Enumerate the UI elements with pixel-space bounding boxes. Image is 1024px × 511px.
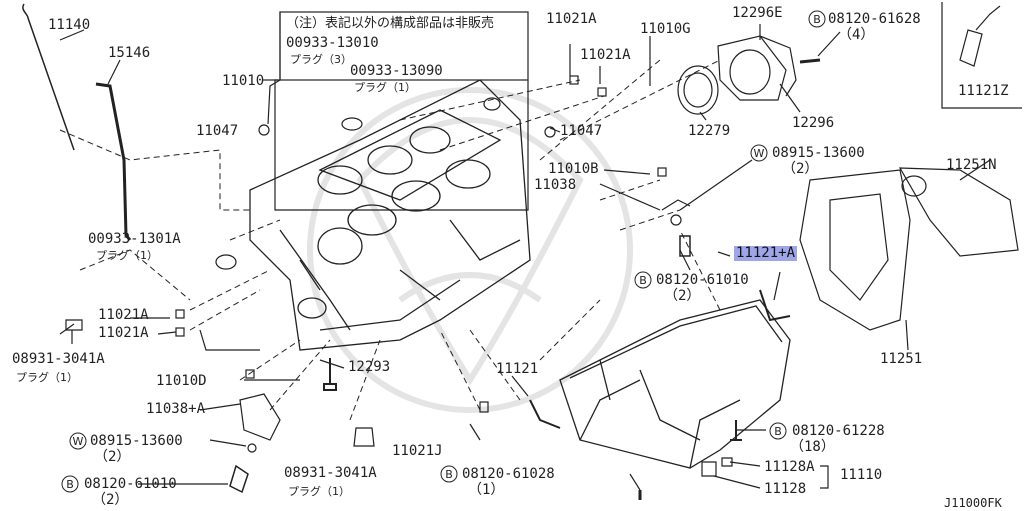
part-label-11110[interactable]: 11110 xyxy=(840,467,883,483)
part-label-11121Z[interactable]: 11121Z xyxy=(958,83,1009,99)
part-label-11128[interactable]: 11128 xyxy=(764,481,807,497)
rear-oil-seal xyxy=(677,65,719,115)
part-label-00933-1301A[interactable]: 00933-1301A xyxy=(88,231,181,247)
part-qty: （1） xyxy=(468,482,505,498)
rear-plate xyxy=(799,169,911,331)
part-label-11021A[interactable]: 11021A xyxy=(98,307,149,323)
part-label-08915-13600[interactable]: 08915-13600 xyxy=(90,433,183,449)
part-label-11140[interactable]: 11140 xyxy=(48,17,91,33)
part-label-11010G[interactable]: 11010G xyxy=(640,21,691,37)
part-label-11047[interactable]: 11047 xyxy=(196,123,239,139)
part-sublabel: プラグ（1） xyxy=(354,81,416,94)
part-label: 00933-13090 xyxy=(350,63,443,79)
bolt-symbol: B xyxy=(639,274,647,287)
part-label-12296[interactable]: 12296 xyxy=(792,115,835,131)
bolt-12293 xyxy=(323,358,337,391)
part-label: 00933-13010 xyxy=(286,35,379,51)
part-label-11251N[interactable]: 11251N xyxy=(946,157,997,173)
bolt-symbol: B xyxy=(445,468,453,481)
dipstick xyxy=(22,3,75,151)
bolt-08120-61010-mid xyxy=(679,235,691,257)
part-label-11021A[interactable]: 11021A xyxy=(546,11,597,27)
bolt-08120-61010 xyxy=(229,464,249,494)
part-label-11010D[interactable]: 11010D xyxy=(156,373,207,389)
part-qty: （2） xyxy=(92,492,129,508)
washer-symbol: W xyxy=(73,435,84,448)
part-label-12296E[interactable]: 12296E xyxy=(732,5,783,21)
washer-symbol: W xyxy=(754,147,765,160)
part-label-12279[interactable]: 12279 xyxy=(688,123,731,139)
part-label-08120-61228[interactable]: 08120-61228 xyxy=(792,423,885,439)
plug-11128 xyxy=(701,461,717,477)
oil-pan xyxy=(559,299,791,469)
plug-11047-left xyxy=(258,124,270,136)
part-label-11047[interactable]: 11047 xyxy=(560,123,603,139)
bracket-11038A xyxy=(239,393,281,441)
part-label-11121[interactable]: 11121 xyxy=(496,361,539,377)
part-label-11038[interactable]: 11038 xyxy=(534,177,577,193)
part-label-08120-61028[interactable]: 08120-61028 xyxy=(462,466,555,482)
part-sublabel: プラグ（1） xyxy=(96,249,158,262)
plug-08931-3041A xyxy=(65,319,83,344)
washer-08915-13600 xyxy=(247,443,257,453)
plug-00933-1301A xyxy=(215,254,237,270)
part-label-11010B[interactable]: 11010B xyxy=(548,161,599,177)
cylinder-block xyxy=(249,79,531,351)
part-label-11251[interactable]: 11251 xyxy=(880,351,923,367)
part-label-11021A[interactable]: 11021A xyxy=(580,47,631,63)
part-sublabel: プラグ（1） xyxy=(16,371,78,384)
plug-08931-3041A-mid xyxy=(353,427,375,447)
part-sublabel: プラグ（3） xyxy=(290,53,352,66)
part-qty: （4） xyxy=(838,27,875,43)
bolt-symbol: B xyxy=(774,425,782,438)
plug-11128A xyxy=(721,457,733,467)
part-label-12293[interactable]: 12293 xyxy=(348,359,391,375)
plug-11047-right xyxy=(544,126,556,138)
dipstick-guide-tube xyxy=(95,82,132,241)
part-label-11021A[interactable]: 11021A xyxy=(98,325,149,341)
part-label-08120-61010[interactable]: 08120-61010 xyxy=(84,476,177,492)
part-label-11128A[interactable]: 11128A xyxy=(764,459,815,475)
oil-pan-seal xyxy=(759,289,791,322)
inset-frame xyxy=(941,2,1022,109)
part-label-15146[interactable]: 15146 xyxy=(108,45,151,61)
part-label-08931-3041A[interactable]: 08931-3041A xyxy=(12,351,105,367)
part-qty: （2） xyxy=(664,288,701,304)
part-label-08120-61628[interactable]: 08120-61628 xyxy=(828,11,921,27)
bolt-symbol: B xyxy=(813,13,821,26)
part-sublabel: プラグ（1） xyxy=(288,485,350,498)
part-qty: （2） xyxy=(782,161,819,177)
part-qty: （18） xyxy=(790,439,835,455)
part-label-11121A-highlighted[interactable]: 11121+A xyxy=(734,245,798,261)
rear-plate-cover xyxy=(898,167,1019,257)
part-label-08931-3041A[interactable]: 08931-3041A xyxy=(284,465,377,481)
part-label-08915-13600[interactable]: 08915-13600 xyxy=(772,145,865,161)
part-label-11010[interactable]: 11010 xyxy=(222,73,265,89)
side-seal xyxy=(529,399,561,429)
part-label-08120-61010[interactable]: 08120-61010 xyxy=(656,272,749,288)
part-qty: （2） xyxy=(94,449,131,465)
bolt-symbol: B xyxy=(66,478,74,491)
sealant-tube xyxy=(959,5,1001,67)
note-text: （注）表記以外の構成部品は非販売 xyxy=(286,16,495,31)
diagram-ref-code: J11000FK xyxy=(944,496,1002,510)
part-label-11038A[interactable]: 11038+A xyxy=(146,401,206,417)
bolt-08120-61228 xyxy=(730,420,742,441)
part-label-11021J[interactable]: 11021J xyxy=(392,443,443,459)
